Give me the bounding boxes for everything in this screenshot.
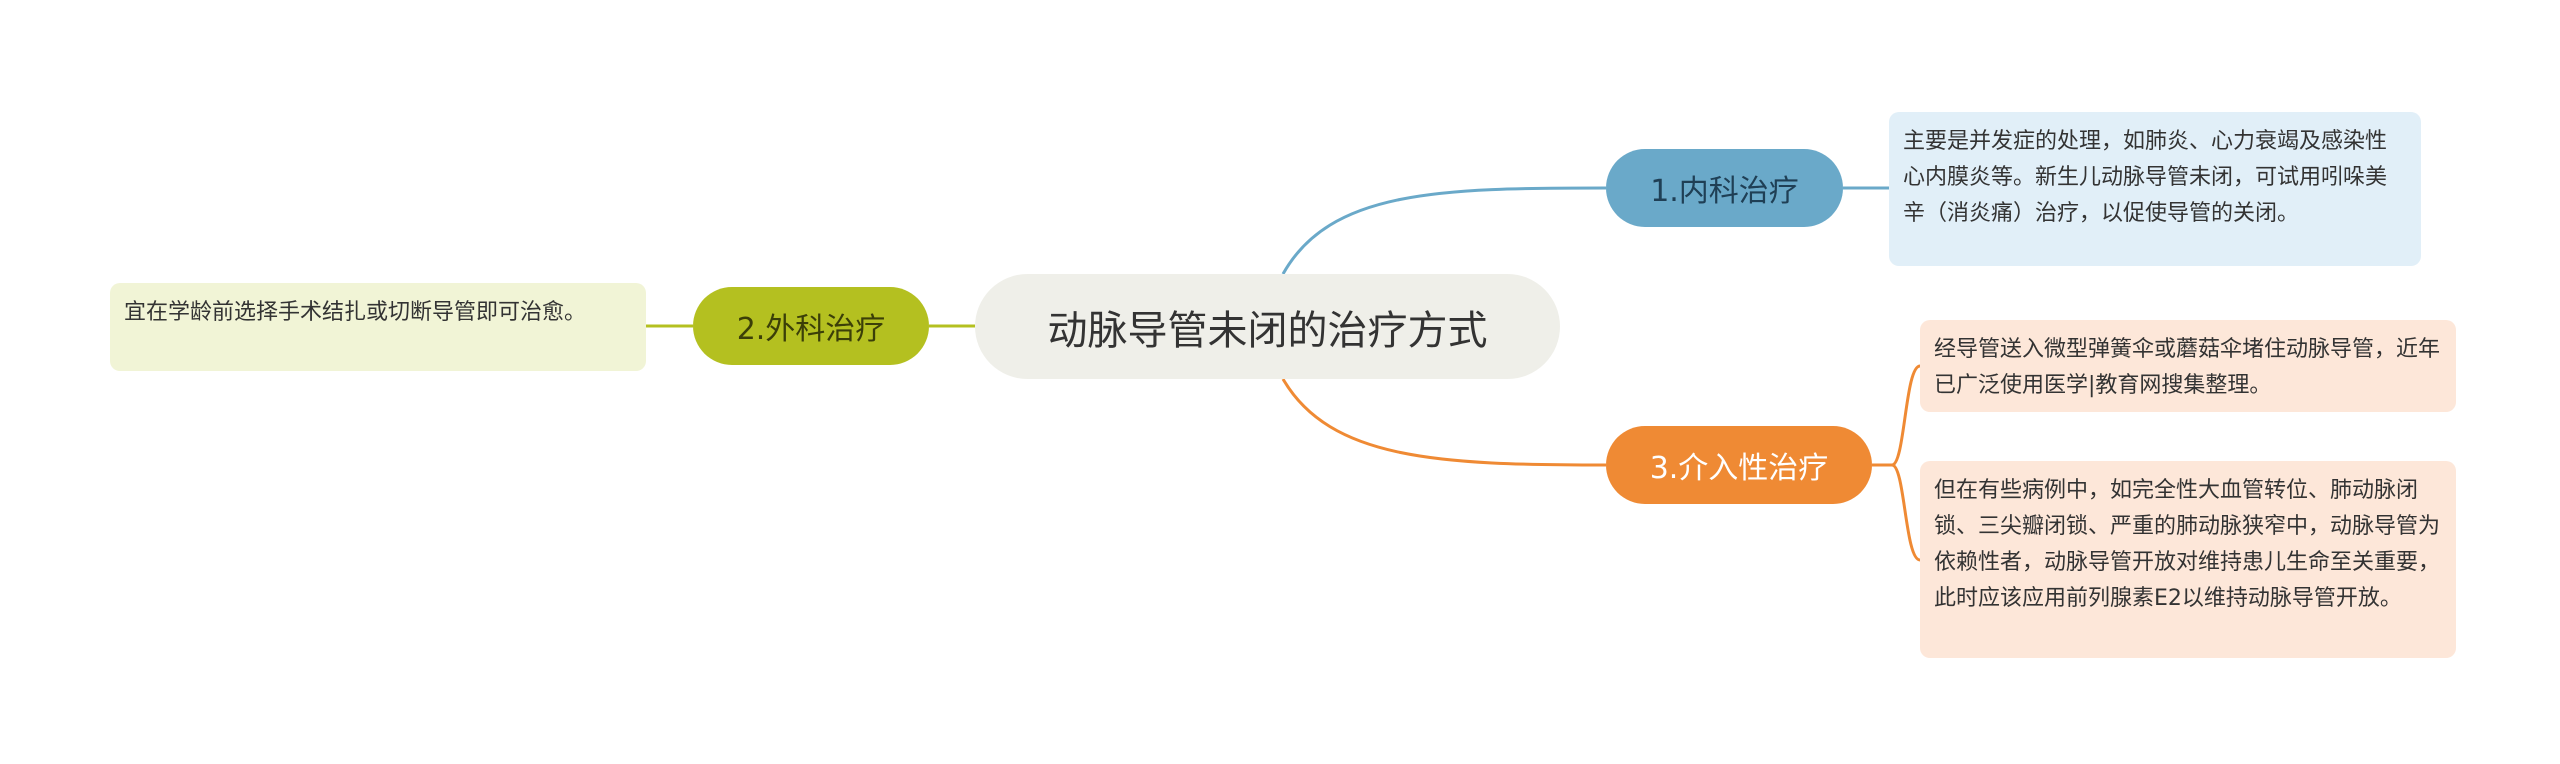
- branch-neike-label: 1.内科治疗: [1650, 174, 1799, 209]
- note-neike[interactable]: 主要是并发症的处理，如肺炎、心力衰竭及感染性心内膜炎等。新生儿动脉导管未闭，可试…: [1889, 112, 2421, 266]
- link-central-neike: [1281, 186, 1607, 275]
- branch-waike-label: 2.外科治疗: [736, 312, 886, 347]
- link-central-jieru: [1281, 378, 1607, 467]
- link-jieru-note2: [1891, 463, 1921, 562]
- branch-jieru-label: 3.介入性治疗: [1649, 451, 1829, 486]
- note-neike-text: 主要是并发症的处理，如肺炎、心力衰竭及感染性心内膜炎等。新生儿动脉导管未闭，可试…: [1903, 129, 2388, 226]
- branch-waike[interactable]: 2.外科治疗: [693, 287, 929, 365]
- central-topic[interactable]: 动脉导管未闭的治疗方式: [975, 274, 1560, 379]
- note-waike-text: 宜在学龄前选择手术结扎或切断导管即可治愈。: [124, 300, 587, 325]
- note-jieru-1[interactable]: 经导管送入微型弹簧伞或蘑菇伞堵住动脉导管，近年已广泛使用医学|教育网搜集整理。: [1920, 320, 2456, 412]
- branch-neike[interactable]: 1.内科治疗: [1606, 149, 1843, 227]
- branch-jieru[interactable]: 3.介入性治疗: [1606, 426, 1872, 504]
- link-jieru-note1: [1891, 364, 1921, 467]
- note-jieru-1-text: 经导管送入微型弹簧伞或蘑菇伞堵住动脉导管，近年已广泛使用医学|教育网搜集整理。: [1934, 337, 2441, 398]
- note-waike[interactable]: 宜在学龄前选择手术结扎或切断导管即可治愈。: [110, 283, 646, 371]
- note-jieru-2[interactable]: 但在有些病例中，如完全性大血管转位、肺动脉闭锁、三尖瓣闭锁、严重的肺动脉狭窄中，…: [1920, 461, 2456, 658]
- note-jieru-2-text: 但在有些病例中，如完全性大血管转位、肺动脉闭锁、三尖瓣闭锁、严重的肺动脉狭窄中，…: [1934, 478, 2441, 611]
- central-topic-label: 动脉导管未闭的治疗方式: [1047, 307, 1488, 354]
